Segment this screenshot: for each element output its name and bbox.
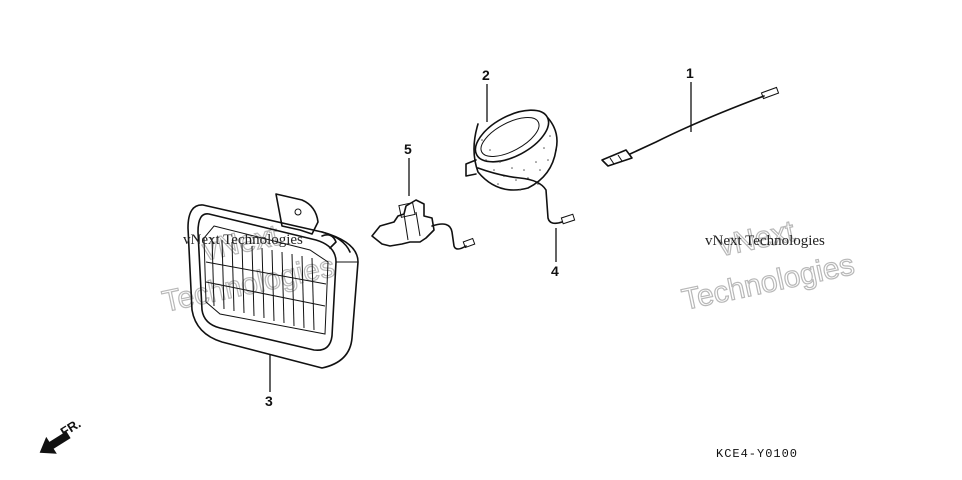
cover-texture bbox=[481, 135, 551, 191]
callout-3: 3 bbox=[265, 393, 273, 409]
callout-4: 4 bbox=[551, 263, 559, 279]
leader-lines bbox=[269, 82, 692, 392]
front-direction-arrow-icon bbox=[39, 431, 71, 454]
callout-2: 2 bbox=[482, 67, 490, 83]
headlight-wire-part[interactable] bbox=[601, 86, 780, 167]
bulb-part[interactable] bbox=[371, 199, 476, 250]
lens-pattern bbox=[205, 237, 327, 331]
callout-1: 1 bbox=[686, 65, 694, 81]
watermark-big-technologies-right: Technologies bbox=[679, 248, 857, 317]
watermark-brand-right: vNext Technologies bbox=[705, 233, 825, 249]
callout-5: 5 bbox=[404, 141, 412, 157]
headlight-unit-part[interactable] bbox=[187, 193, 359, 369]
watermark-right: vNext Technologies bbox=[678, 214, 857, 317]
watermark-brand-left: vNext Technologies bbox=[183, 232, 303, 248]
diagram-code: KCE4-Y0100 bbox=[716, 447, 798, 461]
socket-cover-part[interactable] bbox=[465, 100, 558, 191]
watermark-big-technologies-left: Technologies bbox=[159, 250, 337, 319]
ground-wire-part[interactable] bbox=[477, 167, 576, 225]
